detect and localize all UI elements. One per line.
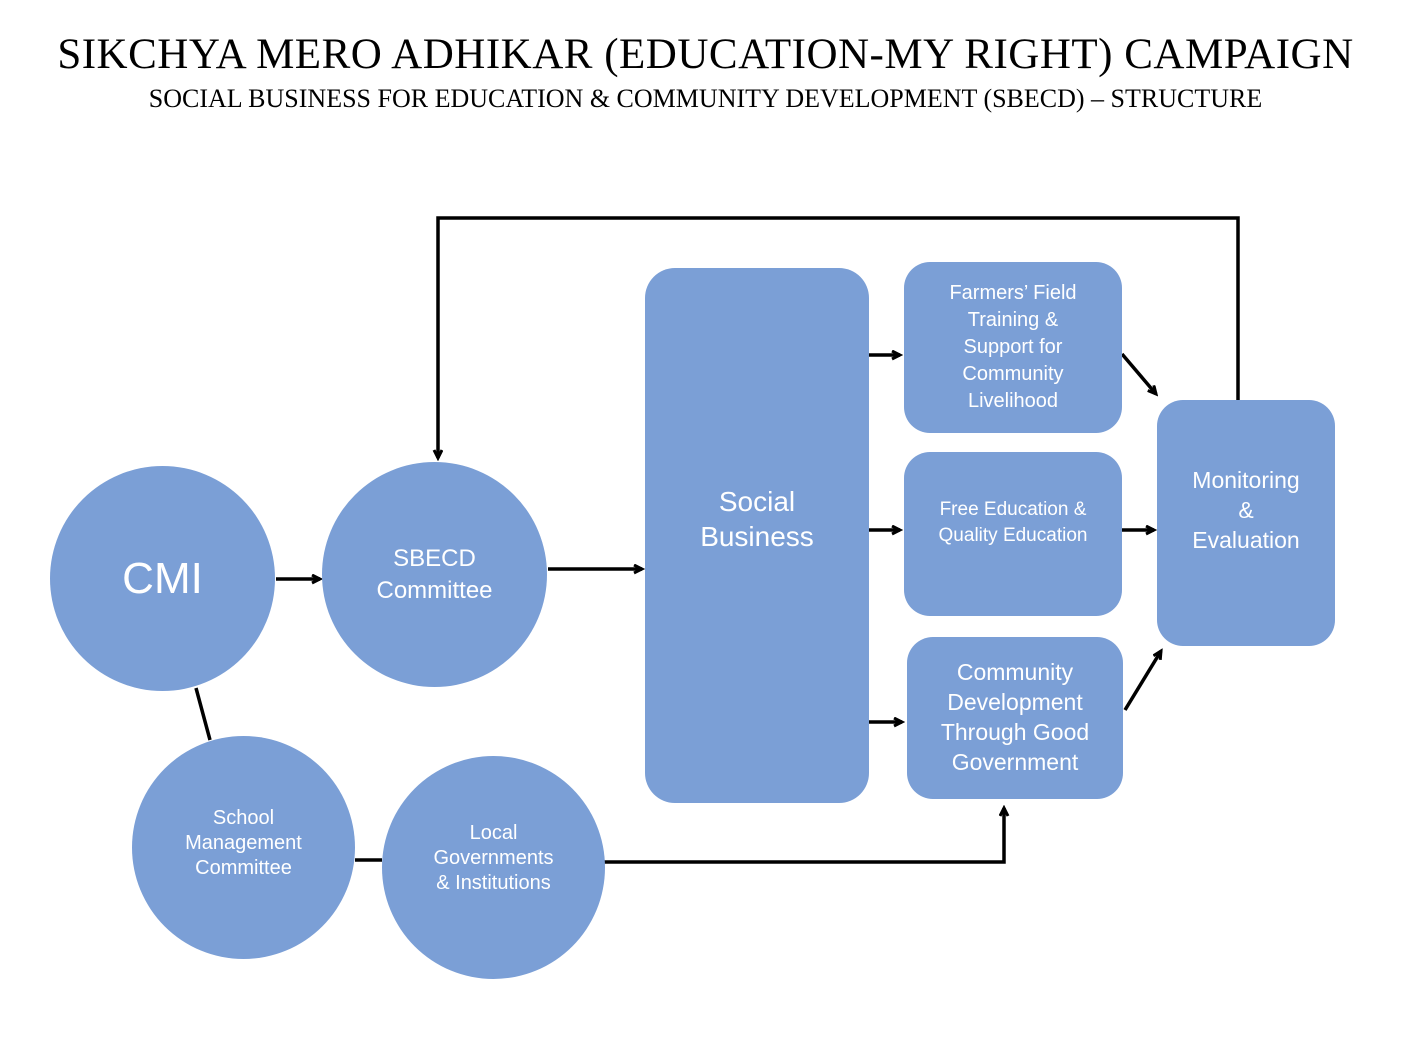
- monitoring-evaluation-label: Monitoring & Evaluation: [1192, 467, 1300, 553]
- free-education-label: Free Education & Quality Education: [938, 499, 1088, 546]
- cmi-label: CMI: [122, 553, 203, 603]
- arrow-farmers-to-monitoring: [1120, 352, 1156, 394]
- school-management-node: School Management Committee: [132, 736, 355, 959]
- line-cmi-to-school-management: [194, 687, 212, 741]
- school-management-label: School Management Committee: [185, 807, 302, 879]
- farmers-training-node: Farmers’ Field Training & Support for Co…: [904, 262, 1122, 433]
- community-development-node: Community Development Through Good Gover…: [907, 637, 1123, 799]
- social-business-node: Social Business: [645, 268, 869, 803]
- arrow-local-governments-to-community: [604, 808, 1004, 864]
- diagram-title: SIKCHYA MERO ADHIKAR (EDUCATION-MY RIGHT…: [57, 31, 1354, 78]
- cmi-node: CMI: [50, 466, 275, 691]
- sbecd-committee-node: SBECD Committee: [322, 462, 547, 687]
- local-governments-label: Local Governments & Institutions: [433, 822, 554, 894]
- diagram-subtitle: SOCIAL BUSINESS FOR EDUCATION & COMMUNIT…: [148, 84, 1263, 113]
- monitoring-evaluation-node: Monitoring & Evaluation: [1157, 400, 1335, 646]
- free-education-node: Free Education & Quality Education: [904, 452, 1122, 616]
- sbecd-committee-label: SBECD Committee: [376, 545, 493, 604]
- social-business-label: Social Business: [700, 485, 814, 552]
- community-development-label: Community Development Through Good Gover…: [940, 659, 1090, 775]
- arrow-community-to-monitoring: [1123, 651, 1161, 711]
- local-governments-node: Local Governments & Institutions: [382, 756, 605, 979]
- farmers-training-label: Farmers’ Field Training & Support for Co…: [949, 282, 1077, 412]
- feedback-loop-connector: [438, 216, 1240, 458]
